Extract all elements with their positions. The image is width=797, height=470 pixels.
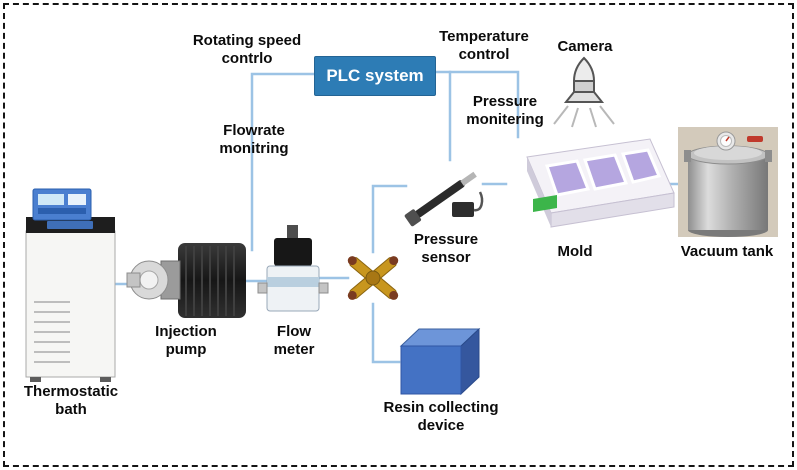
mold-cavities — [545, 148, 662, 197]
line-junction-to-resin — [371, 302, 401, 364]
pipe-junction — [347, 256, 399, 300]
pressure-sensor — [404, 171, 484, 227]
flow-meter-label: Flow meter — [273, 323, 315, 358]
resin-collecting-device — [399, 327, 481, 396]
vent-grille — [34, 301, 70, 363]
mold-label: Mold — [557, 243, 593, 260]
line-plc-rotating-speed — [250, 72, 316, 252]
pressure-sensor-label: Pressure sensor — [413, 231, 479, 266]
plc-system-node: PLC system — [314, 56, 436, 96]
vacuum-tank-label: Vacuum tank — [680, 243, 774, 260]
camera-label: Camera — [557, 38, 613, 55]
motor-fins — [185, 246, 235, 316]
rotating-speed-label: Rotating speed contrlo — [192, 32, 302, 67]
thermostatic-bath-label: Thermostatic bath — [23, 383, 119, 418]
tank-valve — [747, 136, 763, 142]
pressure-monitoring-label: Pressure monitering — [466, 93, 544, 128]
camera-light-rays — [553, 105, 615, 128]
mold — [526, 138, 675, 228]
flow-meter — [257, 225, 329, 312]
thermostatic-bath — [25, 188, 116, 382]
vacuum-tank — [678, 127, 778, 237]
resin-collecting-device-label: Resin collecting device — [383, 399, 499, 434]
injection-pump — [126, 243, 246, 318]
line-plc-temperature — [434, 70, 520, 139]
flowrate-monitoring-label: Flowrate monitring — [219, 122, 289, 157]
line-junction-to-sensor — [371, 184, 408, 254]
camera-icon — [553, 56, 615, 128]
injection-pump-label: Injection pump — [155, 323, 217, 358]
temperature-control-label: Temperature control — [439, 28, 529, 63]
